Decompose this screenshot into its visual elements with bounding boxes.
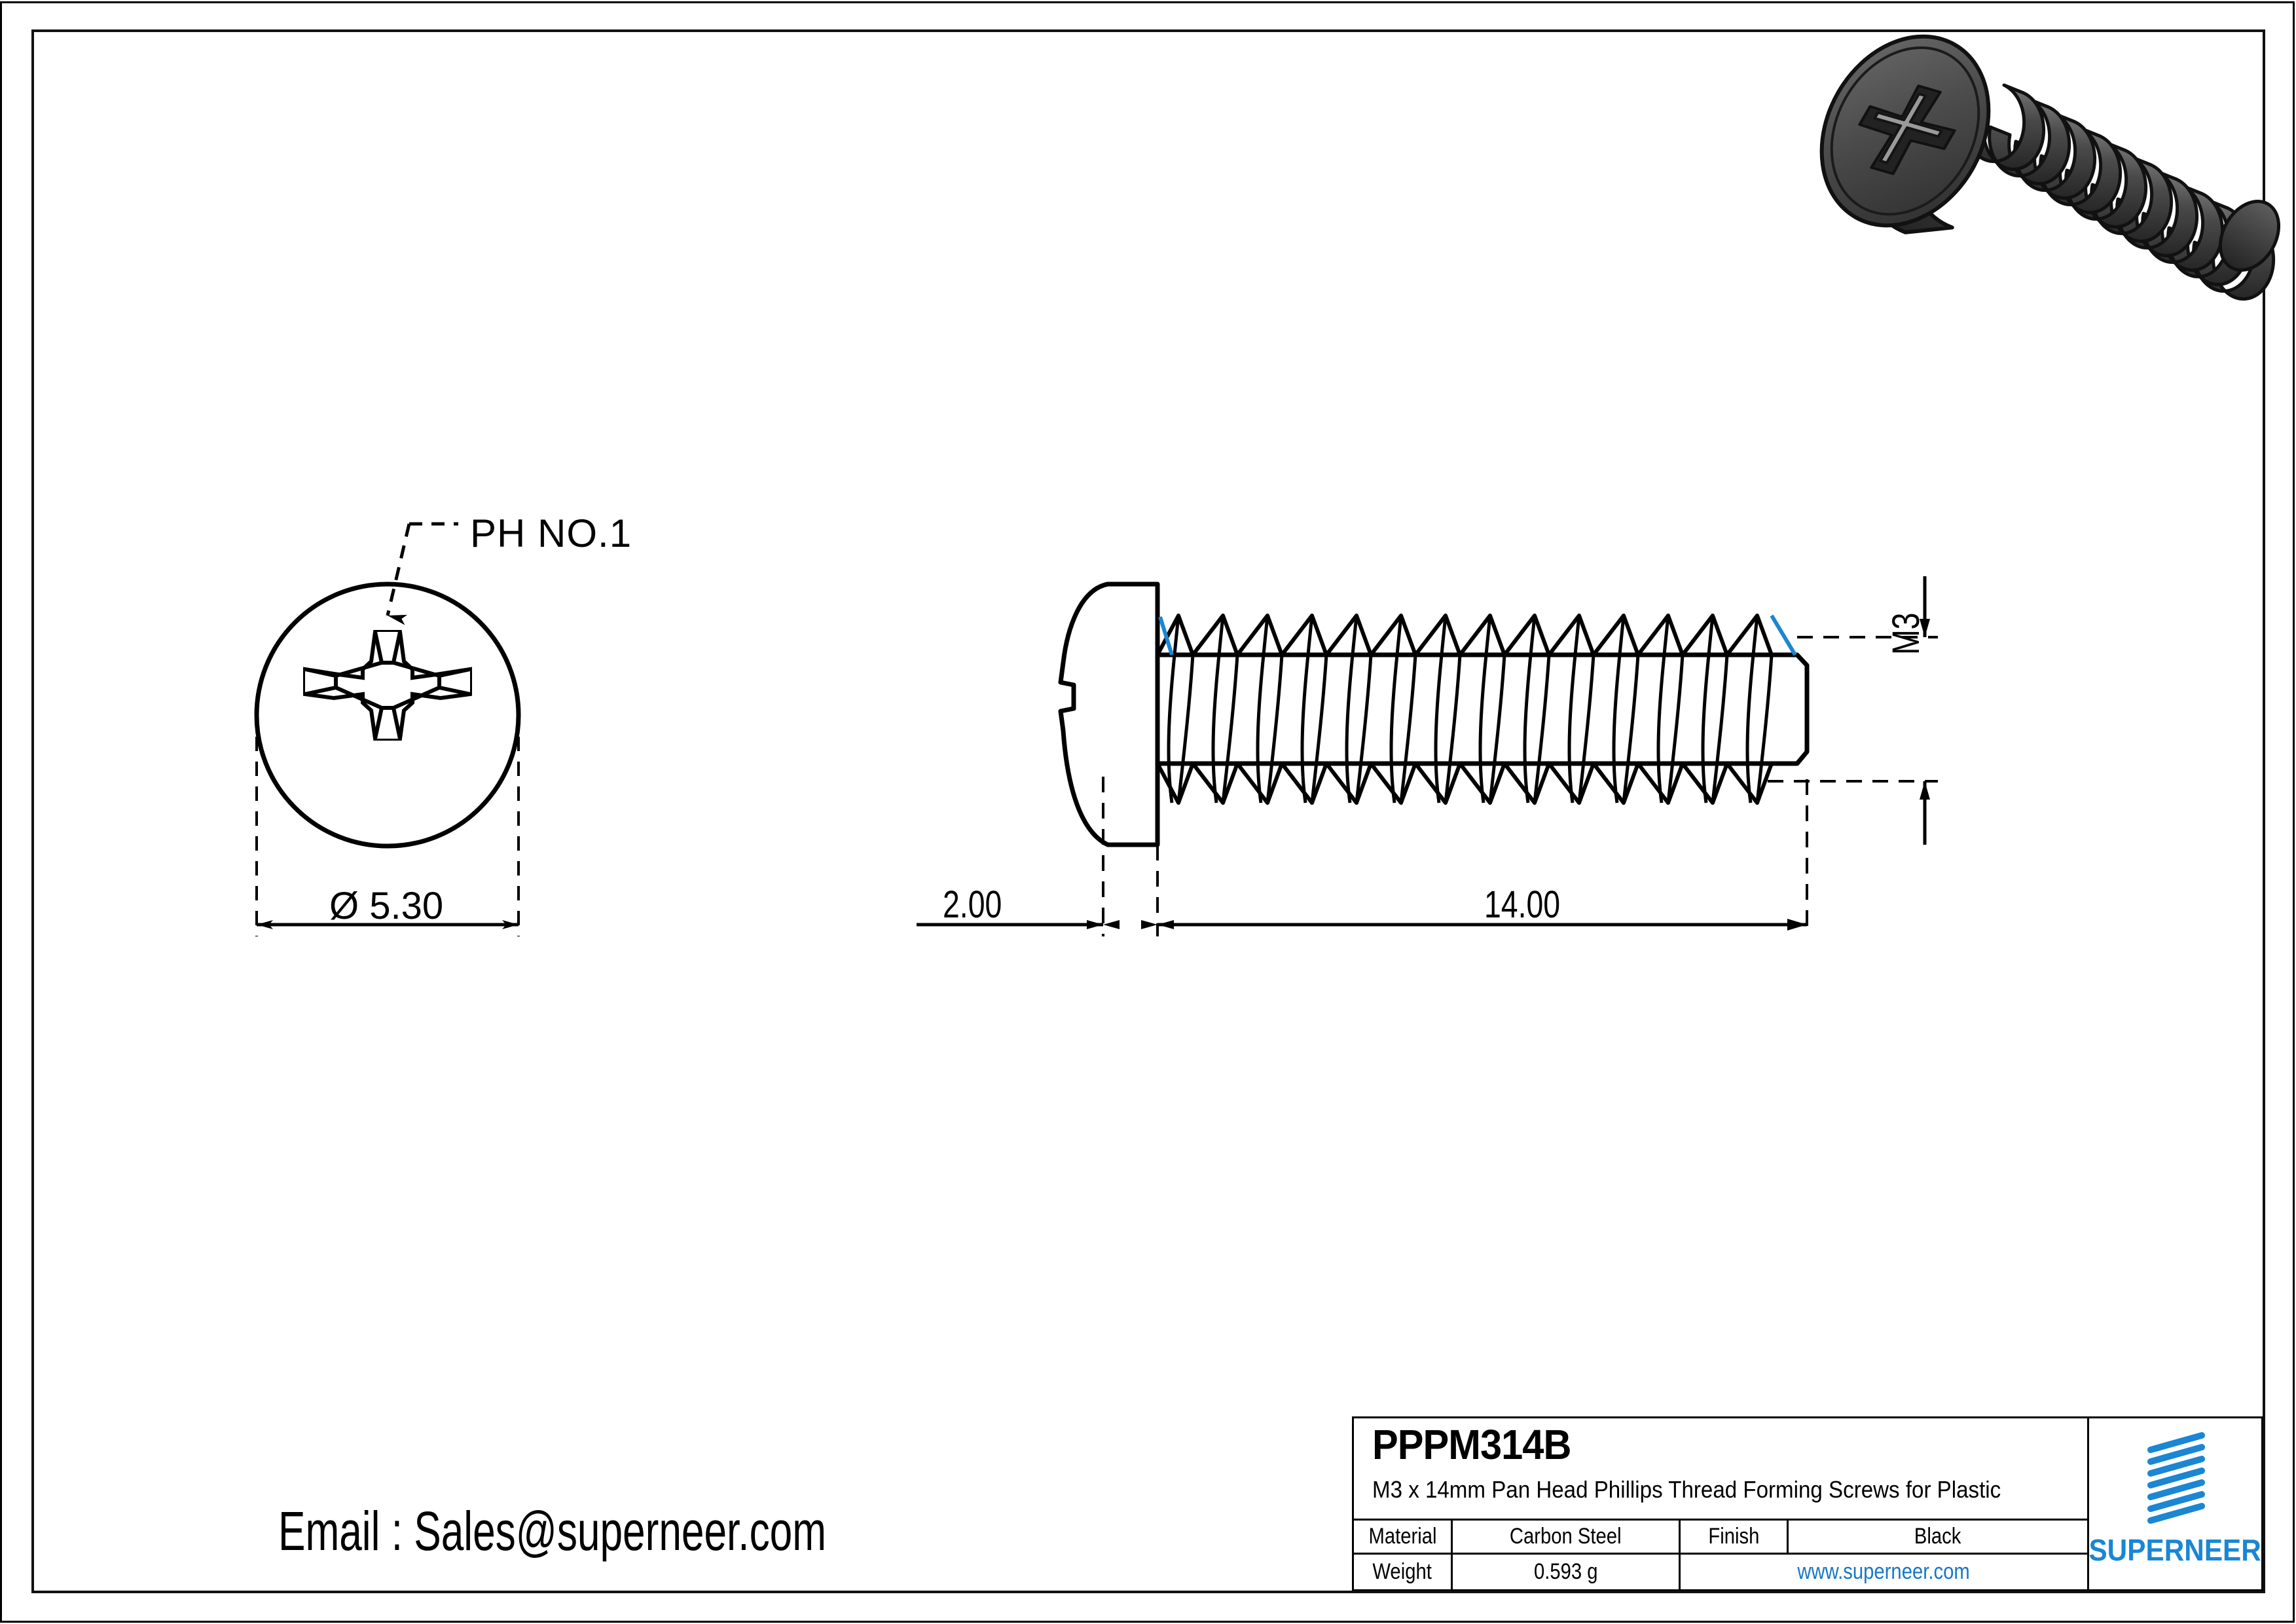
part-identification: PPPM314B M3 x 14mm Pan Head Phillips Thr… bbox=[1354, 1418, 2087, 1521]
finish-label: Finish bbox=[1681, 1520, 1789, 1553]
website-link[interactable]: www.superneer.com bbox=[1797, 1559, 1971, 1585]
spec-row-material: Material Carbon Steel Finish Black bbox=[1354, 1520, 2087, 1555]
head-height-dimension: 2.00 bbox=[943, 883, 1002, 926]
drawing-inner-border bbox=[31, 29, 2265, 1593]
head-diameter-dimension: Ø 5.30 bbox=[329, 885, 444, 927]
finish-value: Black bbox=[1914, 1524, 1961, 1549]
title-block: PPPM314B M3 x 14mm Pan Head Phillips Thr… bbox=[1352, 1416, 2263, 1591]
spec-row-weight: Weight 0.593 g www.superneer.com bbox=[1354, 1555, 2087, 1589]
weight-value: 0.593 g bbox=[1453, 1555, 1681, 1589]
ph-size-callout-label: PH NO.1 bbox=[470, 511, 632, 555]
contact-email-text: Email : Sales@superneer.com bbox=[278, 1500, 827, 1562]
brand-panel: SUPERNEER bbox=[2089, 1418, 2261, 1589]
part-number: PPPM314B bbox=[1372, 1421, 1571, 1468]
brand-name: SUPERNEER bbox=[2088, 1533, 2262, 1567]
shaft-length-dimension: 14.00 bbox=[1484, 883, 1561, 926]
material-label: Material bbox=[1354, 1520, 1453, 1553]
weight-label: Weight bbox=[1354, 1555, 1453, 1589]
part-description: M3 x 14mm Pan Head Phillips Thread Formi… bbox=[1372, 1476, 2001, 1503]
material-value: Carbon Steel bbox=[1453, 1520, 1681, 1553]
title-block-main: PPPM314B M3 x 14mm Pan Head Phillips Thr… bbox=[1354, 1418, 2089, 1589]
superneer-logo-icon bbox=[2147, 1432, 2205, 1524]
thread-size-dimension: M3 bbox=[1885, 612, 1927, 655]
